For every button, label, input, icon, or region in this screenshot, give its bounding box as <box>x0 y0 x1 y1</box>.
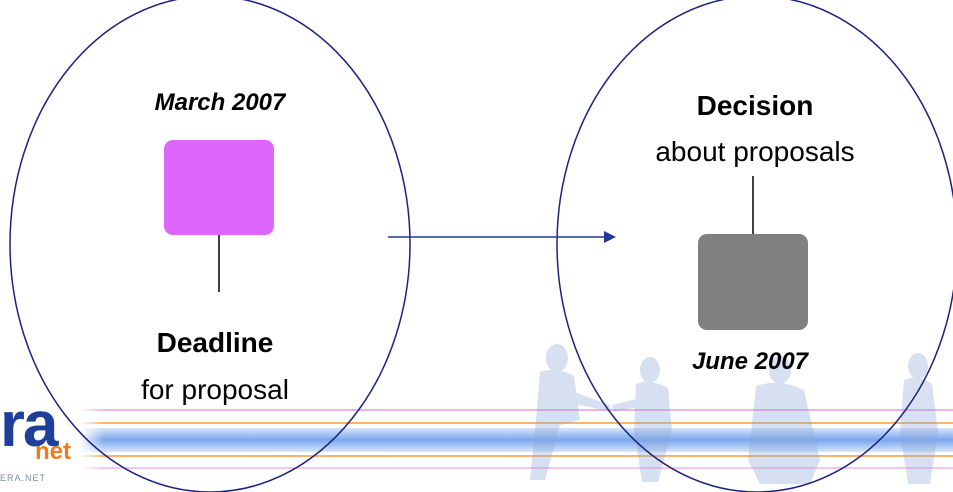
left-event-ellipse <box>9 0 411 492</box>
left-event-subtitle: for proposal <box>141 374 289 405</box>
right-event-marker <box>698 234 808 330</box>
decorative-stripes <box>80 400 953 480</box>
right-event-ellipse <box>556 0 953 492</box>
right-event-date: June 2007 <box>691 348 809 375</box>
handshake-silhouettes <box>530 344 938 484</box>
right-event-subtitle: about proposals <box>655 136 855 167</box>
logo-url-text: ERA.NET <box>0 473 47 483</box>
right-event-title: Decision <box>696 90 814 121</box>
left-event-date: March 2007 <box>154 89 286 116</box>
left-event-title: Deadline <box>156 327 274 358</box>
left-event-marker <box>164 140 274 235</box>
logo-main-text: ra <box>0 388 58 460</box>
logo-sub-text: net <box>35 438 71 465</box>
